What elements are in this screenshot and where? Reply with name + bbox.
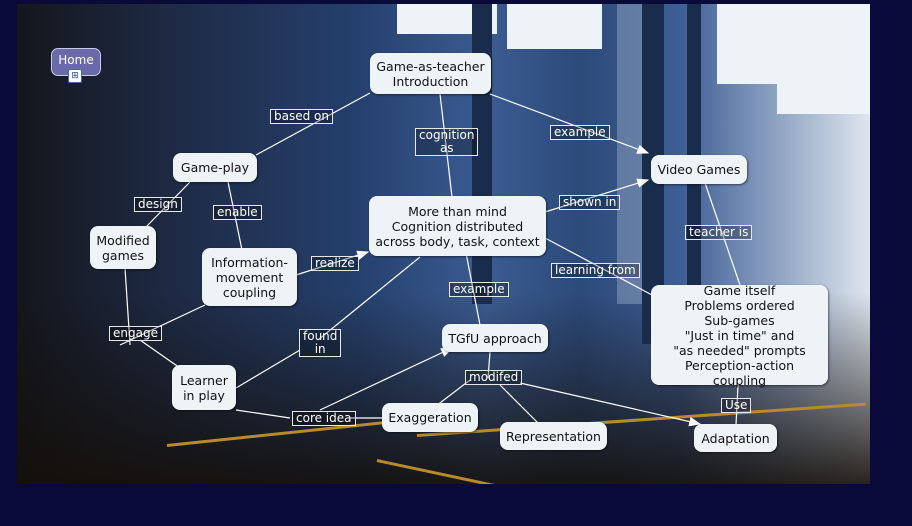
link-line-engage-1 bbox=[119, 304, 206, 346]
link-line-found-in-1 bbox=[317, 256, 421, 341]
link-line-example-top bbox=[489, 93, 650, 154]
link-line-modifed-rep bbox=[499, 384, 541, 426]
link-label-realize: realize bbox=[311, 256, 359, 271]
link-label-engage: engage bbox=[109, 326, 162, 341]
link-line-based-on bbox=[255, 92, 371, 156]
link-line-design bbox=[144, 181, 191, 229]
sitemap-icon[interactable]: ⊞ bbox=[68, 69, 82, 83]
node-game-itself[interactable]: Game itself Problems ordered Sub-games "… bbox=[651, 283, 828, 388]
link-line-modifed-adapt bbox=[519, 382, 702, 427]
link-line-found-in-2 bbox=[235, 349, 301, 389]
link-line-use bbox=[735, 384, 739, 426]
node-adaptation[interactable]: Adaptation bbox=[694, 424, 777, 452]
node-game-play[interactable]: Game-play bbox=[173, 153, 257, 182]
link-label-shown-in: shown in bbox=[559, 195, 621, 210]
node-modified-games[interactable]: Modified games bbox=[90, 226, 156, 269]
link-label-based-on: based on bbox=[270, 109, 333, 124]
home-label: Home bbox=[58, 53, 94, 67]
node-learner-in-play[interactable]: Learner in play bbox=[172, 365, 236, 410]
link-line-realize bbox=[295, 250, 370, 276]
link-label-cognition-as: cognition as bbox=[415, 128, 479, 156]
link-line-engage-2 bbox=[124, 267, 131, 346]
link-line-modifed bbox=[487, 351, 491, 379]
link-line-example-mid bbox=[465, 252, 481, 326]
link-line-enable bbox=[227, 181, 243, 251]
link-label-core-idea: core idea bbox=[292, 411, 356, 426]
node-representation[interactable]: Representation bbox=[500, 422, 607, 450]
link-line-teacher-is bbox=[704, 182, 741, 286]
link-line-cognition-as bbox=[439, 93, 453, 198]
node-more-than-mind[interactable]: More than mind Cognition distributed acr… bbox=[369, 196, 546, 256]
node-information-movement-coupling[interactable]: Information- movement coupling bbox=[202, 248, 297, 306]
link-label-example-top: example bbox=[550, 125, 610, 140]
link-label-use: Use bbox=[721, 398, 752, 413]
link-label-enable: enable bbox=[213, 205, 262, 220]
node-tgfu-approach[interactable]: TGfU approach bbox=[442, 324, 548, 352]
node-exaggeration[interactable]: Exaggeration bbox=[382, 403, 478, 432]
link-label-learning-from: learning from bbox=[551, 263, 640, 278]
link-line-core-idea-3 bbox=[319, 347, 454, 411]
link-label-example-mid: example bbox=[449, 282, 509, 297]
link-line-learning-from bbox=[544, 237, 653, 296]
link-line-engage-3 bbox=[139, 339, 181, 369]
node-game-as-teacher[interactable]: Game-as-teacher Introduction bbox=[370, 53, 491, 94]
link-label-found-in: found in bbox=[299, 329, 342, 357]
link-label-design: design bbox=[134, 197, 182, 212]
node-video-games[interactable]: Video Games bbox=[651, 155, 747, 184]
link-label-teacher-is: teacher is bbox=[685, 225, 753, 240]
link-line-shown-in bbox=[544, 178, 650, 213]
link-line-core-idea-1 bbox=[235, 409, 291, 419]
link-label-modifed: modifed bbox=[465, 370, 523, 385]
link-line-modifed-exag bbox=[435, 379, 471, 407]
